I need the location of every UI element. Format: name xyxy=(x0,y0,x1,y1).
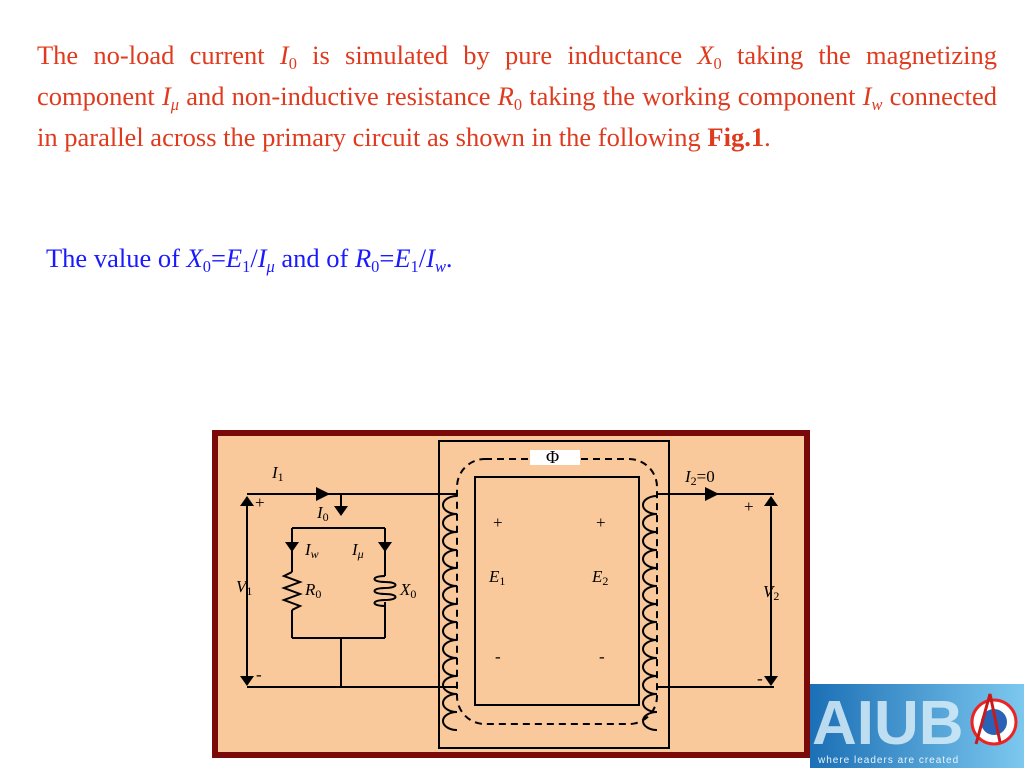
text: The no-load current xyxy=(37,40,280,70)
primary-winding xyxy=(442,495,458,731)
paragraph-formula: The value of X0=E1/Iμ and of R0=E1/Iw. xyxy=(46,240,946,276)
symbol-E1: E xyxy=(394,243,411,273)
equals: = xyxy=(210,243,226,273)
label-I2: I2=0 xyxy=(684,467,715,488)
figure-frame xyxy=(212,430,810,758)
equals: = xyxy=(379,243,395,273)
label-V2: V2 xyxy=(763,582,779,603)
seal-swirl-icon xyxy=(974,693,1002,745)
text: The value of xyxy=(46,243,187,273)
text: and of xyxy=(274,243,355,273)
subscript: 1 xyxy=(410,256,419,276)
symbol-Iw: I xyxy=(862,81,872,111)
subscript: w xyxy=(871,94,883,114)
primary-circuit-wires xyxy=(246,493,457,688)
symbol-R0: R xyxy=(354,243,372,273)
subscript: μ xyxy=(266,256,275,276)
label-E1: E1 xyxy=(488,567,505,588)
slash: / xyxy=(250,243,258,273)
label-R0: R0 xyxy=(304,580,321,601)
text: is simulated by pure inductance xyxy=(296,40,698,70)
text: connected in parallel across the primary… xyxy=(37,81,998,152)
subscript: μ xyxy=(170,94,180,114)
symbol-Imu: I xyxy=(161,81,171,111)
transformer-core xyxy=(438,440,670,749)
symbol-Imu: I xyxy=(257,243,267,273)
polarity-minus: - xyxy=(495,647,501,666)
symbol-X0: X xyxy=(186,243,203,273)
subscript: 0 xyxy=(713,53,722,73)
phi-label-box xyxy=(530,450,580,465)
polarity-plus: + xyxy=(493,513,503,532)
polarity-plus: + xyxy=(596,513,606,532)
text: . xyxy=(764,122,771,152)
seal-inner-icon xyxy=(981,709,1007,735)
subscript: 0 xyxy=(288,53,297,73)
symbol-Iw: I xyxy=(426,243,435,273)
symbol-E1: E xyxy=(225,243,243,273)
symbol-I0: I xyxy=(279,40,289,70)
slash: / xyxy=(418,243,427,273)
current-arrows xyxy=(240,487,778,686)
symbol-R0: R xyxy=(497,81,514,111)
text: taking the working component xyxy=(522,81,863,111)
label-Iw: Iw xyxy=(304,540,319,561)
figure-reference: Fig.1 xyxy=(707,122,765,152)
text: taking the magnetizing component xyxy=(37,40,997,111)
label-V1: V1 xyxy=(236,577,252,598)
polarity-minus: - xyxy=(256,665,262,684)
transformer-equivalent-circuit-figure: Φ I1 I0 Iw xyxy=(212,430,810,758)
text: . xyxy=(445,243,453,273)
logo-text: AIUB xyxy=(812,689,964,758)
label-I1: I1 xyxy=(271,463,284,484)
polarity-minus: - xyxy=(599,647,605,666)
logo-tagline: where leaders are created xyxy=(817,755,959,766)
polarity-plus: + xyxy=(744,497,754,516)
label-X0: X0 xyxy=(399,580,416,601)
label-Imu: Iμ xyxy=(351,540,364,561)
polarity-plus: + xyxy=(255,493,265,512)
phi-label: Φ xyxy=(546,447,559,467)
subscript: 0 xyxy=(202,256,211,276)
label-I0: I0 xyxy=(316,503,329,524)
subscript: 0 xyxy=(371,256,380,276)
text: and non-inductive resistance xyxy=(179,81,498,111)
subscript: 1 xyxy=(242,256,251,276)
subscript: 0 xyxy=(513,94,523,114)
paragraph-no-load-current: The no-load current I0 is simulated by p… xyxy=(37,35,997,158)
aiub-logo: AIUB where leaders are created xyxy=(810,684,1024,768)
secondary-winding xyxy=(642,495,658,731)
polarity-minus: - xyxy=(757,669,763,688)
subscript: w xyxy=(434,256,446,276)
label-E2: E2 xyxy=(591,567,608,588)
symbol-X0: X xyxy=(697,40,714,70)
